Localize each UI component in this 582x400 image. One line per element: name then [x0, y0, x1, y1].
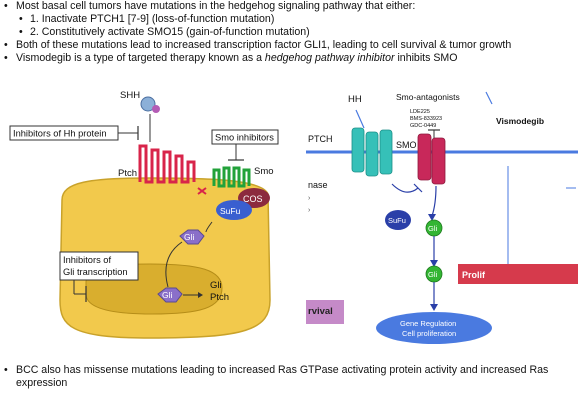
- smo-cylinder-1: [417, 133, 432, 181]
- sufu-label: SuFu: [220, 206, 241, 216]
- kinase-partial-label: nase: [308, 180, 328, 190]
- inhibitors-gli-label-2: Gli transcription: [63, 267, 128, 277]
- vismodegib-text-emphasis: hedgehog pathway inhibitor: [264, 52, 395, 64]
- left-pathway-diagram: SHH Inhibitors of Hh protein Ptch Smo in…: [9, 90, 279, 339]
- proliferation-label: Prolif: [462, 270, 486, 280]
- bullet-ras: BCC also has missense mutations leading …: [0, 364, 582, 390]
- smo-receptor: [212, 166, 251, 188]
- survival-label: rvival: [308, 306, 333, 317]
- sufu-complex: [216, 200, 252, 220]
- smo-label: Smo: [254, 166, 274, 177]
- bullet-gli1: Both of these mutations lead to increase…: [0, 39, 582, 52]
- target-gene-ptch: Ptch: [210, 292, 229, 303]
- gene-regulation-node: [376, 312, 492, 344]
- shh-ligand: [140, 96, 156, 112]
- subbullet-ptch1: 1. Inactivate PTCH1 [7-9] (loss-of-funct…: [0, 13, 582, 26]
- gene-regulation-label-2: Cell proliferation: [402, 329, 456, 338]
- proliferation-box: [458, 264, 578, 284]
- bullet-list-top: Most basal cell tumors have mutations in…: [0, 0, 582, 65]
- gli-node-1-label: Gli: [428, 224, 438, 233]
- smo-cylinder-2: [431, 137, 446, 185]
- smo-antagonists-label: Smo-antagonists: [396, 92, 460, 102]
- gene-regulation-label-1: Gene Regulation: [400, 319, 456, 328]
- drug-lde225: LDE225: [410, 109, 430, 115]
- survival-box: rvival: [306, 300, 344, 324]
- ptch-label-right: PTCH: [308, 134, 333, 144]
- subbullet-smo: 2. Constitutively activate SMO15 (gain-o…: [0, 26, 582, 39]
- cos-label: COS: [243, 194, 263, 204]
- bullet-vismodegib: Vismodegib is a type of targeted therapy…: [0, 52, 582, 65]
- hh-label: HH: [348, 94, 362, 105]
- vismodegib-text-pre: Vismodegib is a type of targeted therapy…: [16, 52, 265, 64]
- smo-inhibitors-label: Smo inhibitors: [215, 133, 274, 143]
- target-gene-gli: Gli: [210, 280, 222, 291]
- inhibitors-gli-box: [59, 251, 139, 281]
- smo-label-right: SMO: [396, 140, 417, 150]
- shh-label: SHH: [120, 90, 140, 101]
- ptch-cylinder-2: [365, 131, 379, 177]
- gli-protein: [179, 229, 205, 245]
- sufu-node-label: SuFu: [388, 216, 406, 225]
- ptch-cylinder-3: [379, 129, 393, 175]
- gli-label: Gli: [184, 232, 195, 242]
- gli-nuclear: [157, 287, 183, 303]
- right-pathway-diagram: HH Smo-antagonists LDE225 BMS-833923 GDC…: [306, 91, 578, 344]
- vismodegib-text-post: inhibits SMO: [394, 52, 458, 64]
- drug-bms: BMS-833923: [410, 116, 442, 122]
- inhibitors-gli-label-1: Inhibitors of: [63, 255, 111, 265]
- smo-inhibitors-box: [211, 129, 279, 145]
- bullet-hedgehog-mutations: Most basal cell tumors have mutations in…: [0, 0, 582, 13]
- vismodegib-label: Vismodegib: [496, 116, 544, 126]
- sufu-node: [385, 210, 411, 230]
- gli-node-2-label: Gli: [428, 270, 438, 279]
- svg-text:›: ›: [308, 207, 311, 214]
- ptch-receptor: [138, 144, 196, 184]
- bullet-list-bottom: BCC also has missense mutations leading …: [0, 364, 582, 390]
- ptch-label: Ptch: [118, 168, 137, 179]
- svg-text:›: ›: [308, 195, 311, 202]
- inhibitors-hh-label: Inhibitors of Hh protein: [13, 129, 107, 139]
- ptch-cylinder-1: [351, 127, 365, 173]
- drug-gdc: GDC-0449: [410, 123, 436, 129]
- gli-nuclear-label: Gli: [162, 290, 173, 300]
